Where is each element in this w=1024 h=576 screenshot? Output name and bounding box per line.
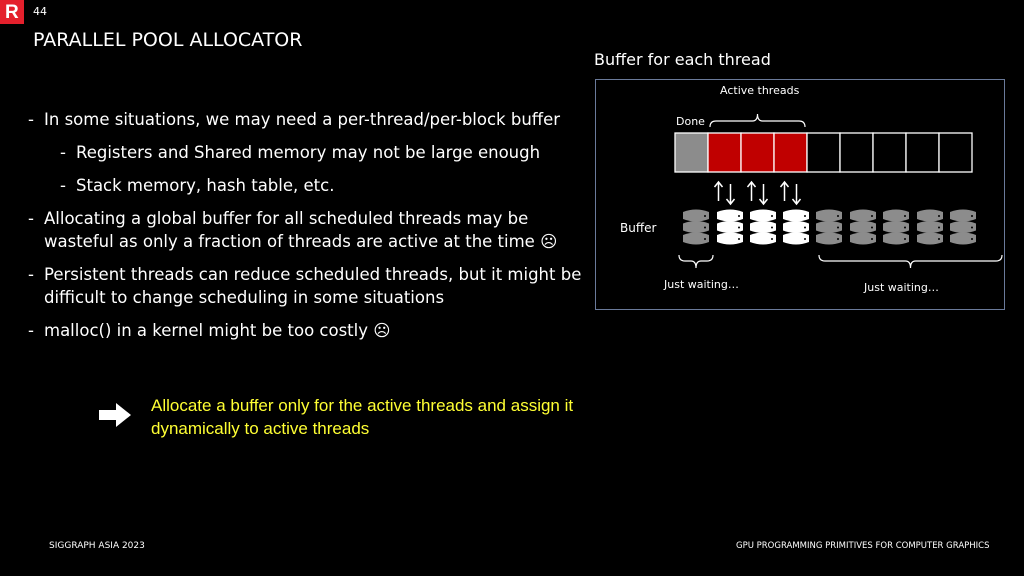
slide-title: PARALLEL POOL ALLOCATOR: [33, 29, 303, 51]
slide-number: 44: [33, 5, 47, 18]
brand-logo-letter: R: [5, 2, 19, 23]
bullet-dash: -: [28, 265, 34, 284]
bullet-dash: -: [28, 110, 34, 129]
database-icon: [883, 209, 909, 245]
active-threads-label: Active threads: [720, 84, 800, 97]
thread-cell-active: [740, 132, 775, 173]
bullet-dash: -: [28, 321, 34, 340]
footer-course-title: GPU PROGRAMMING PRIMITIVES FOR COMPUTER …: [736, 541, 990, 551]
brand-logo: R: [0, 0, 24, 24]
buffer-diagram-canvas: [674, 113, 1003, 269]
down-arrow-icon: [791, 184, 802, 206]
bullet-text: Registers and Shared memory may not be l…: [76, 143, 541, 162]
bullet-text: Allocating a global buffer for all sched…: [44, 209, 558, 251]
bullet-dash: -: [28, 209, 34, 228]
database-icon: [950, 209, 976, 245]
bullet-dash: -: [60, 143, 66, 162]
thread-cell-active: [773, 132, 808, 173]
bullet-item: -Allocating a global buffer for all sche…: [28, 207, 603, 253]
diagram-title: Buffer for each thread: [594, 50, 771, 69]
up-arrow-icon: [713, 180, 724, 201]
sub-bullet-item: -Registers and Shared memory may not be …: [28, 141, 603, 164]
up-arrow-icon: [746, 180, 757, 201]
thread-cell-empty: [806, 132, 841, 173]
done-label: Done: [676, 115, 705, 128]
sub-bullet-item: -Stack memory, hash table, etc.: [28, 174, 603, 197]
buffer-label: Buffer: [620, 221, 657, 235]
database-active-icon: [717, 209, 743, 245]
thread-cell-active: [707, 132, 742, 173]
bullet-text: Stack memory, hash table, etc.: [76, 176, 335, 195]
bullet-item: -Persistent threads can reduce scheduled…: [28, 263, 603, 309]
footer-conference: SIGGRAPH ASIA 2023: [49, 541, 145, 551]
database-icon: [816, 209, 842, 245]
thread-cell-done: [674, 132, 709, 173]
bullet-text: In some situations, we may need a per-th…: [44, 110, 561, 129]
thread-cell-empty: [938, 132, 973, 173]
bullet-item: -malloc() in a kernel might be too costl…: [28, 319, 603, 342]
thread-cell-empty: [872, 132, 907, 173]
bullet-list: -In some situations, we may need a per-t…: [28, 108, 603, 352]
thread-cell-empty: [839, 132, 874, 173]
database-active-icon: [750, 209, 776, 245]
waiting-left-label: Just waiting…: [664, 278, 739, 291]
thread-cell-empty: [905, 132, 940, 173]
bullet-text: Persistent threads can reduce scheduled …: [44, 265, 582, 307]
database-active-icon: [783, 209, 809, 245]
bullet-dash: -: [60, 176, 66, 195]
waiting-right-label: Just waiting…: [864, 281, 939, 294]
bullet-item: -In some situations, we may need a per-t…: [28, 108, 603, 131]
up-arrow-icon: [779, 180, 790, 201]
callout-text: Allocate a buffer only for the active th…: [151, 396, 574, 438]
down-arrow-icon: [758, 184, 769, 206]
database-icon: [917, 209, 943, 245]
right-arrow-icon: [99, 403, 131, 427]
database-icon: [683, 209, 709, 245]
down-arrow-icon: [725, 184, 736, 206]
waiting-left-brace: [678, 254, 714, 269]
bullet-text: malloc() in a kernel might be too costly…: [44, 321, 391, 340]
active-threads-brace: [709, 113, 806, 128]
waiting-right-brace: [818, 254, 1003, 269]
database-icon: [850, 209, 876, 245]
buffer-diagram: Active threads Done Buffer Just waiting……: [595, 79, 1005, 310]
